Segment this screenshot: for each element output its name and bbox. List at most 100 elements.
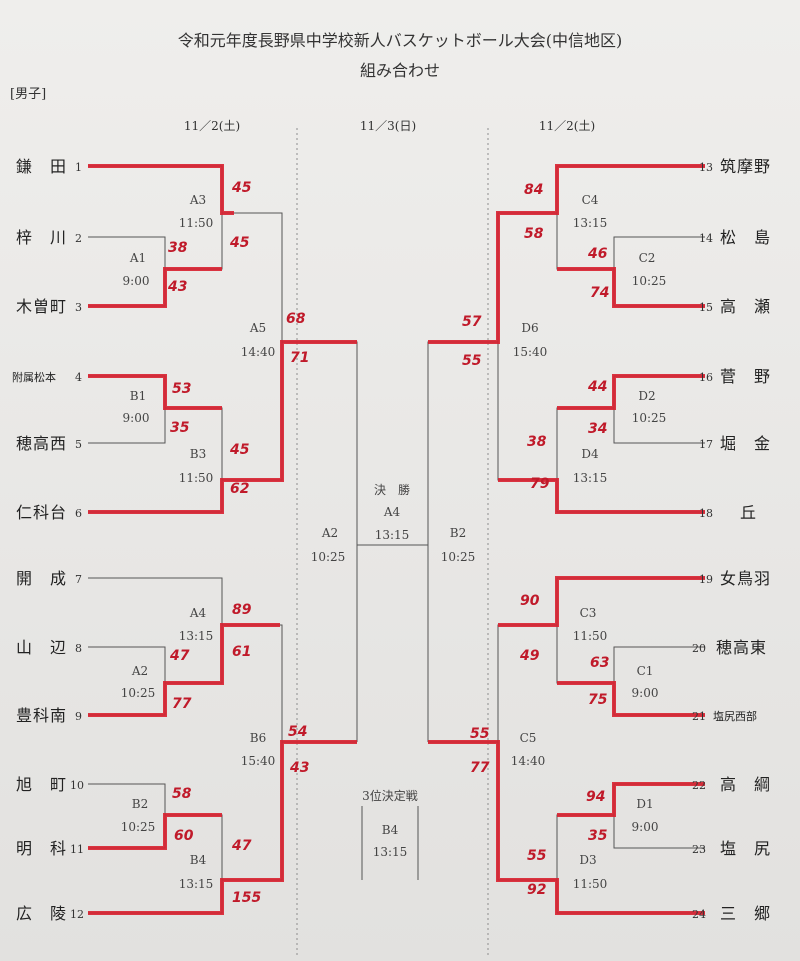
team-name: 松 島: [720, 228, 771, 247]
score: 79: [530, 476, 550, 492]
team-name: 明 科: [16, 839, 67, 858]
game-code: A3: [189, 193, 206, 207]
team-number: 16: [699, 371, 713, 384]
category-label: [男子]: [10, 87, 46, 102]
game-time: 14:40: [241, 345, 276, 359]
score: 35: [588, 828, 608, 844]
team-name: 旭 町: [16, 775, 67, 794]
game-code: A4: [189, 606, 207, 620]
game-time: 9:00: [632, 686, 659, 700]
score: 34: [588, 421, 607, 437]
team-number: 15: [699, 301, 713, 314]
score: 58: [172, 786, 192, 802]
third-place-box: [361, 806, 419, 880]
game-code: B2: [450, 526, 466, 540]
game-time: 15:40: [513, 345, 548, 359]
page-subtitle: 組み合わせ: [360, 61, 440, 80]
team-name: 穂高西: [16, 434, 67, 453]
game-time: 10:25: [441, 550, 476, 564]
score: 61: [232, 644, 251, 660]
score: 53: [172, 381, 191, 397]
score: 155: [232, 890, 261, 906]
game-time: 14:40: [511, 754, 546, 768]
team-name: 附属松本: [12, 370, 56, 384]
final-time: 13:15: [375, 528, 410, 542]
game-code: B2: [132, 797, 148, 811]
team-name: 鎌 田: [16, 157, 67, 176]
game-code: C5: [520, 731, 537, 745]
team-number: 18: [699, 507, 713, 520]
game-code: B6: [250, 731, 266, 745]
game-code: B4: [190, 853, 207, 867]
game-time: 10:25: [121, 820, 156, 834]
score: 77: [172, 696, 192, 712]
score: 92: [527, 882, 546, 898]
score: 46: [587, 246, 608, 262]
score: 68: [286, 311, 306, 327]
team-number: 4: [75, 371, 82, 384]
team-name: 豊科南: [16, 706, 67, 725]
game-code: D2: [638, 389, 655, 403]
team-number: 22: [692, 779, 706, 792]
score: 49: [519, 648, 540, 664]
score: 57: [462, 314, 482, 330]
team-name: 三 郷: [720, 904, 771, 923]
team-name: 丘: [740, 503, 757, 522]
team-number: 20: [692, 642, 706, 655]
team-name: 堀 金: [720, 434, 771, 453]
game-code: C4: [582, 193, 599, 207]
score: 54: [288, 724, 307, 740]
game-time: 11:50: [179, 471, 214, 485]
game-time: 15:40: [241, 754, 276, 768]
team-number: 11: [70, 843, 84, 856]
final-code: A4: [383, 505, 401, 519]
score: 55: [470, 726, 490, 742]
team-name: 穂高東: [716, 638, 767, 657]
third-place-code: B4: [382, 823, 399, 837]
left-teams: 鎌 田 1 梓 川 2 木曽町 3 附属松本 4 穂高西 5 仁科台 6 開 成…: [12, 157, 84, 923]
score: 58: [524, 226, 544, 242]
team-number: 2: [75, 232, 82, 245]
team-number: 1: [75, 161, 82, 174]
team-name: 木曽町: [16, 297, 67, 316]
team-number: 19: [699, 573, 713, 586]
score: 62: [230, 481, 249, 497]
winner-highlights: [88, 164, 705, 915]
game-code: D6: [521, 321, 538, 335]
team-number: 7: [75, 573, 82, 586]
third-place-time: 13:15: [373, 845, 408, 859]
game-code: D4: [581, 447, 599, 461]
score: 89: [232, 602, 252, 618]
team-number: 14: [699, 232, 713, 245]
score: 75: [588, 692, 608, 708]
game-code: C2: [639, 251, 656, 265]
date-right: 11／2(土): [539, 119, 595, 133]
team-number: 24: [692, 908, 706, 921]
team-name: 高 綱: [720, 775, 771, 794]
game-code: C1: [637, 664, 654, 678]
date-center: 11／3(日): [360, 119, 416, 133]
game-time: 11:50: [573, 877, 608, 891]
game-time: 9:00: [123, 411, 150, 425]
game-time: 10:25: [121, 686, 156, 700]
score: 60: [174, 828, 194, 844]
final-label: 決 勝: [374, 482, 410, 497]
team-number: 3: [75, 301, 82, 314]
score: 43: [289, 760, 309, 776]
team-number: 21: [692, 710, 706, 723]
game-time: 9:00: [632, 820, 659, 834]
third-place-label: 3位決定戦: [362, 788, 418, 803]
score: 44: [587, 379, 607, 395]
score: 71: [290, 350, 309, 366]
score: 55: [462, 353, 482, 369]
page-title: 令和元年度長野県中学校新人バスケットボール大会(中信地区): [178, 31, 623, 50]
score: 45: [229, 235, 250, 251]
team-name: 梓 川: [16, 228, 67, 247]
game-code: C3: [580, 606, 597, 620]
score: 55: [527, 848, 547, 864]
score: 74: [590, 285, 609, 301]
team-number: 17: [699, 438, 713, 451]
score: 63: [590, 655, 609, 671]
